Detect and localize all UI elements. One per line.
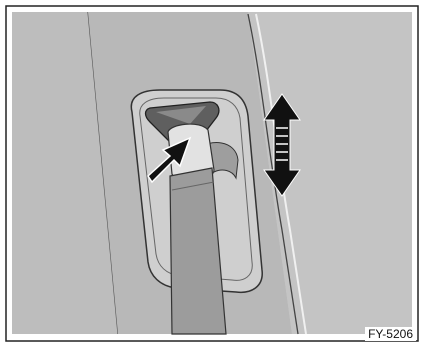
figure-label: FY-5206 bbox=[365, 327, 416, 341]
